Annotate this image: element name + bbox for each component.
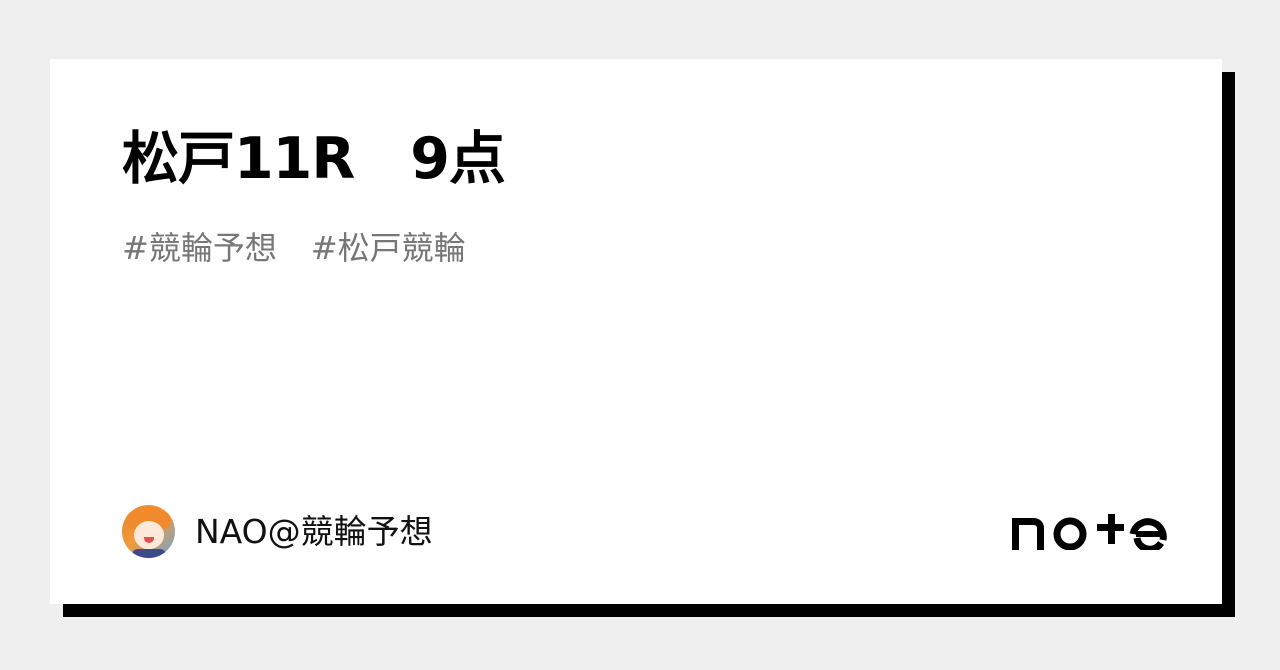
avatar [122, 505, 175, 558]
avatar-collar-shape [132, 549, 166, 558]
article-card: 松戸11R 9点 #競輪予想 #松戸競輪 NAO@競輪予想 [50, 59, 1222, 604]
note-logo-icon [1012, 514, 1167, 550]
author-name: NAO@競輪予想 [195, 512, 433, 551]
hashtag[interactable]: #松戸競輪 [310, 229, 466, 267]
article-title: 松戸11R 9点 [122, 126, 506, 192]
avatar-mouth-shape [144, 537, 154, 543]
hashtag-list: #競輪予想 #松戸競輪 [122, 229, 466, 267]
hashtag[interactable]: #競輪予想 [122, 229, 277, 267]
avatar-face-shape [134, 521, 164, 549]
author-info[interactable]: NAO@競輪予想 [122, 505, 433, 558]
